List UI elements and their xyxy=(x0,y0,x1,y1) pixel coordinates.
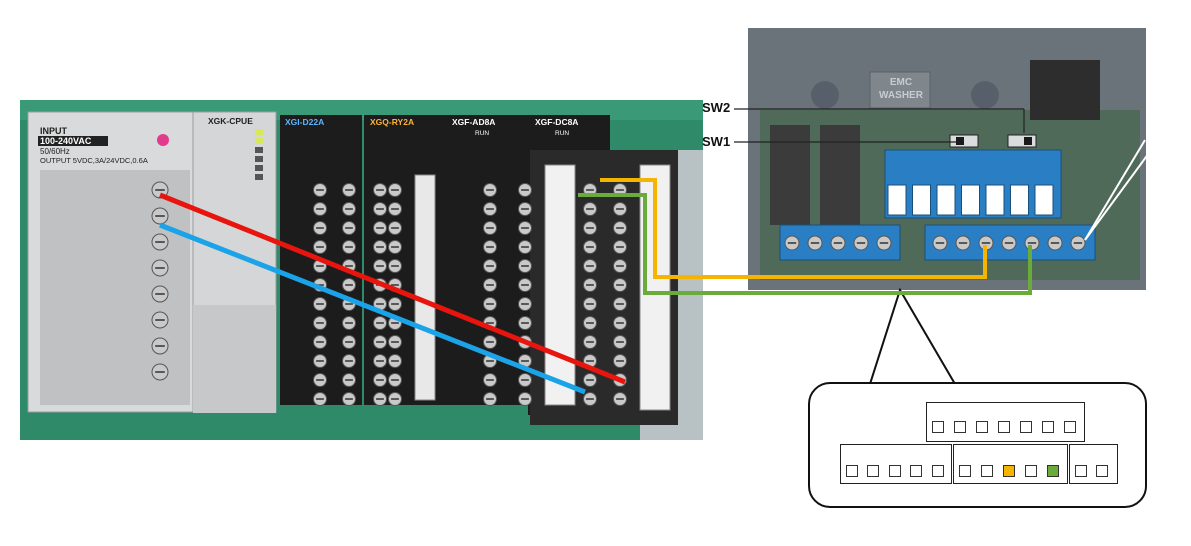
terminal-square xyxy=(1064,421,1076,433)
terminal-square xyxy=(1095,465,1108,477)
terminal-square xyxy=(1042,421,1054,433)
cpu-title: XGK-CPUE xyxy=(208,116,253,126)
callout-group-b xyxy=(953,444,1068,484)
callout-group-a xyxy=(840,444,952,484)
inverter-terminal-slot xyxy=(985,184,1005,216)
run-label-ad: RUN xyxy=(475,130,490,137)
module-title-analog-in: XGF-AD8A xyxy=(452,117,496,127)
emc-line2: WASHER xyxy=(879,90,923,101)
orange-wire xyxy=(600,178,987,279)
module-title-analog-out: XGF-DC8A xyxy=(535,117,579,127)
terminal-square xyxy=(910,465,923,477)
terminal-square xyxy=(867,465,880,477)
terminal-square xyxy=(888,465,901,477)
terminal-square xyxy=(981,465,993,477)
inverter-terminal-slot xyxy=(936,184,956,216)
terminal-square xyxy=(1047,465,1059,477)
terminal-square xyxy=(1020,421,1032,433)
inverter-terminal-slot xyxy=(1034,184,1054,216)
inverter-terminal-slot xyxy=(961,184,980,216)
terminal-square xyxy=(845,465,858,477)
terminal-square xyxy=(976,421,988,433)
psu-frequency: 50/60Hz xyxy=(40,147,70,156)
green-wire xyxy=(578,193,1032,295)
cpu-led-indicator xyxy=(255,138,263,144)
sw2-label: SW2 xyxy=(702,100,731,115)
terminal-square xyxy=(998,421,1010,433)
terminal-square xyxy=(1074,465,1087,477)
cpu-led-indicator xyxy=(255,147,263,153)
terminal-square xyxy=(1025,465,1037,477)
module-title-relay: XGQ-RY2A xyxy=(370,117,415,127)
callout-group-c xyxy=(1069,444,1118,484)
psu-output: OUTPUT 5VDC,3A/24VDC,0.6A xyxy=(40,156,148,165)
cpu-led-indicator xyxy=(255,174,263,180)
terminal-square xyxy=(931,465,944,477)
run-label-dc: RUN xyxy=(555,130,570,137)
blue-wire xyxy=(159,222,586,395)
emc-washer-label: EMC WASHER xyxy=(876,76,926,102)
terminal-square xyxy=(959,465,971,477)
terminal-square xyxy=(1003,465,1015,477)
emc-line1: EMC xyxy=(889,77,913,88)
inverter-terminal-slot xyxy=(1010,184,1029,216)
red-wire xyxy=(159,192,626,385)
terminal-square xyxy=(954,421,966,433)
psu-voltage: 100-240VAC xyxy=(40,136,92,146)
module-title-input: XGI-D22A xyxy=(285,117,325,127)
cpu-led-indicator xyxy=(255,129,263,135)
cpu-led-indicator xyxy=(255,156,263,162)
sw1-label: SW1 xyxy=(702,134,731,149)
cpu-led-indicator xyxy=(255,165,263,171)
inverter-terminal-slot xyxy=(887,184,907,216)
inverter-terminal-slot xyxy=(912,184,931,216)
terminal-square xyxy=(932,421,944,433)
psu-input-title: INPUT xyxy=(40,126,67,136)
